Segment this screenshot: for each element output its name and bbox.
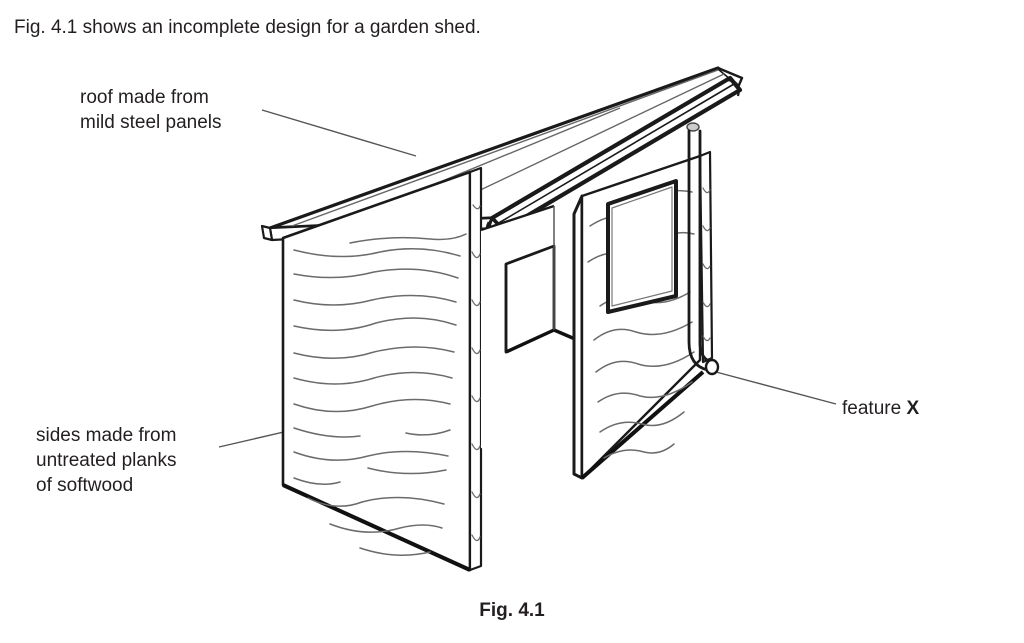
grain-line <box>293 346 455 359</box>
grain-line <box>293 294 457 306</box>
gutter-outlet-boss <box>686 122 700 132</box>
gutter-inner-lip <box>496 83 735 225</box>
grain-line <box>329 523 443 533</box>
leader-line-roof <box>261 109 417 157</box>
grain-line <box>472 204 481 210</box>
corner-post-grain <box>471 204 481 542</box>
roof-left-end-face <box>260 224 274 242</box>
corner-post <box>468 166 483 572</box>
grain-line <box>293 477 341 485</box>
grain-line <box>702 301 711 308</box>
corner-post-face <box>468 166 483 572</box>
grain-line <box>471 395 481 403</box>
left-wall-bottom-edge <box>282 483 471 572</box>
far-corner-post <box>698 150 714 364</box>
grain-line <box>293 248 461 258</box>
far-corner-post-grain <box>702 187 711 342</box>
window-opening <box>606 179 678 314</box>
grain-line <box>359 547 431 556</box>
grain-line <box>293 268 459 279</box>
grain-line <box>597 381 693 403</box>
grain-line <box>702 335 711 342</box>
grain-line <box>702 187 711 194</box>
left-wall-face <box>281 170 472 572</box>
grain-line <box>471 443 481 451</box>
grain-line <box>293 450 449 461</box>
intro-text: Fig. 4.1 shows an incomplete design for … <box>14 17 481 38</box>
doorway-header-line <box>480 204 555 232</box>
grain-line <box>307 496 445 507</box>
grain-line <box>293 371 453 385</box>
grain-line <box>471 299 481 307</box>
downpipe-outlet-mouth <box>704 358 720 376</box>
front-wall-bottom-edge <box>580 370 705 480</box>
grain-line <box>603 443 675 459</box>
roof-seam-1 <box>291 69 719 227</box>
grain-line <box>293 317 457 332</box>
grain-line <box>293 398 451 413</box>
grain-line <box>367 467 447 475</box>
leader-line-feature-x <box>715 371 837 405</box>
left-end-wall <box>281 170 472 572</box>
figure-caption: Fig. 4.1 <box>479 600 545 621</box>
label-feature-marker: X <box>906 398 920 419</box>
grain-line <box>593 321 693 341</box>
far-corner-post-face <box>698 150 714 364</box>
window-inner-reveal <box>611 186 673 307</box>
grain-line <box>471 347 481 355</box>
downpipe-back-line <box>687 129 710 372</box>
label-sides: sides made from untreated planks of soft… <box>36 425 177 496</box>
grain-line <box>702 263 711 270</box>
grain-line <box>471 491 481 499</box>
label-feature-prefix: feature <box>842 398 907 419</box>
left-wall-plank-grain <box>293 233 467 556</box>
grain-line <box>293 427 361 438</box>
grain-line <box>349 233 467 244</box>
label-feature-x: feature X <box>842 396 919 421</box>
downpipe-feature-x <box>687 129 720 376</box>
grain-line <box>599 411 685 433</box>
grain-line <box>595 351 695 373</box>
label-roof: roof made from mild steel panels <box>80 87 222 133</box>
grain-line <box>702 225 711 232</box>
grain-line <box>405 429 451 436</box>
grain-line <box>471 251 481 259</box>
doorway-opening <box>480 196 583 478</box>
gutter-far-end-cap <box>727 78 740 97</box>
grain-line <box>471 534 481 542</box>
